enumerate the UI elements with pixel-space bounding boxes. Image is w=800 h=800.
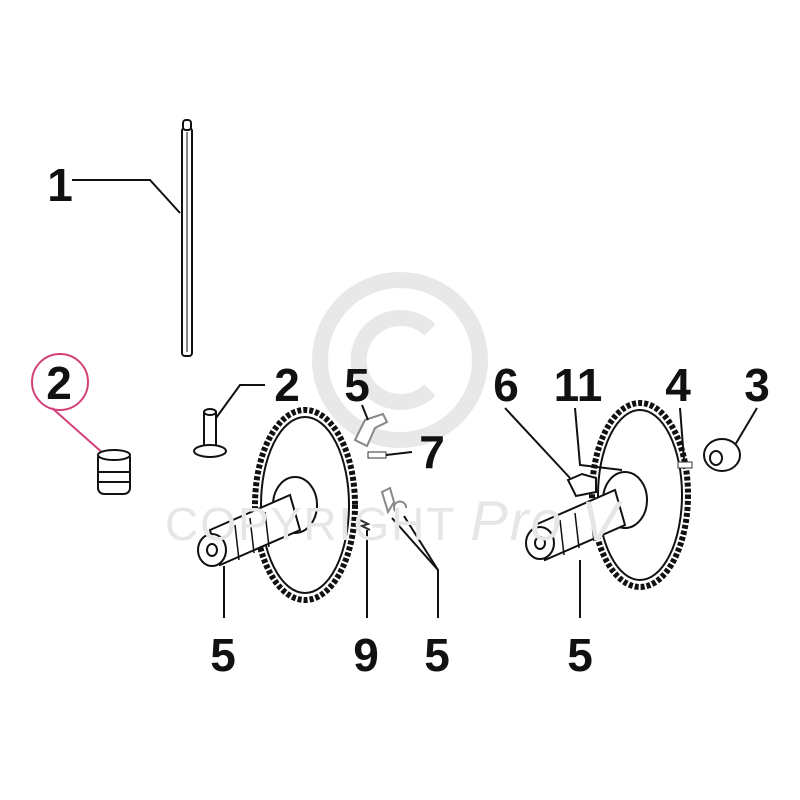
callout-5-camshaft-right[interactable]: 5 xyxy=(567,629,593,681)
callout-6[interactable]: 6 xyxy=(493,359,519,411)
clip-lower[interactable] xyxy=(380,486,407,515)
leader-line-11 xyxy=(574,407,623,471)
copyright-watermark-icon xyxy=(312,272,488,448)
highlight-circle xyxy=(31,353,89,411)
camshaft-left[interactable] xyxy=(197,407,358,603)
leader-line-3 xyxy=(734,407,758,446)
leader-line-1 xyxy=(72,179,181,214)
callout-4[interactable]: 4 xyxy=(665,359,691,411)
copyright-watermark: COPYRIGHT Pro V xyxy=(165,489,621,552)
callout-2[interactable]: 2 xyxy=(274,359,300,411)
pin[interactable] xyxy=(367,451,387,459)
leader-line-6 xyxy=(504,407,571,479)
dowel-pin[interactable] xyxy=(677,461,693,469)
callout-11[interactable]: 11 xyxy=(553,359,603,411)
spring-clip[interactable] xyxy=(353,412,389,448)
leader-line-5b xyxy=(361,404,369,421)
callout-3[interactable]: 3 xyxy=(744,359,770,411)
callout-1[interactable]: 1 xyxy=(47,159,73,211)
callout-5-clip-lower[interactable]: 5 xyxy=(424,629,450,681)
leader-line-5d xyxy=(403,515,439,571)
leader-line-2-highlight xyxy=(51,407,106,456)
push-rod[interactable] xyxy=(181,119,193,357)
leader-line-4 xyxy=(679,407,685,461)
camshaft-right[interactable] xyxy=(525,400,691,590)
tappet[interactable] xyxy=(193,408,227,458)
washer[interactable] xyxy=(703,438,741,472)
tappet-highlighted[interactable] xyxy=(97,449,131,495)
leader-line-2 xyxy=(215,384,265,419)
spring-small[interactable] xyxy=(359,519,371,531)
callout-7[interactable]: 7 xyxy=(419,426,445,478)
leader-line-7 xyxy=(385,451,413,456)
callout-5-camshaft-left[interactable]: 5 xyxy=(210,629,236,681)
callout-5-clip[interactable]: 5 xyxy=(344,359,370,411)
callout-2-highlighted[interactable]: 2 xyxy=(46,357,72,409)
callout-9[interactable]: 9 xyxy=(353,629,379,681)
decompressor-weight[interactable] xyxy=(566,472,597,498)
